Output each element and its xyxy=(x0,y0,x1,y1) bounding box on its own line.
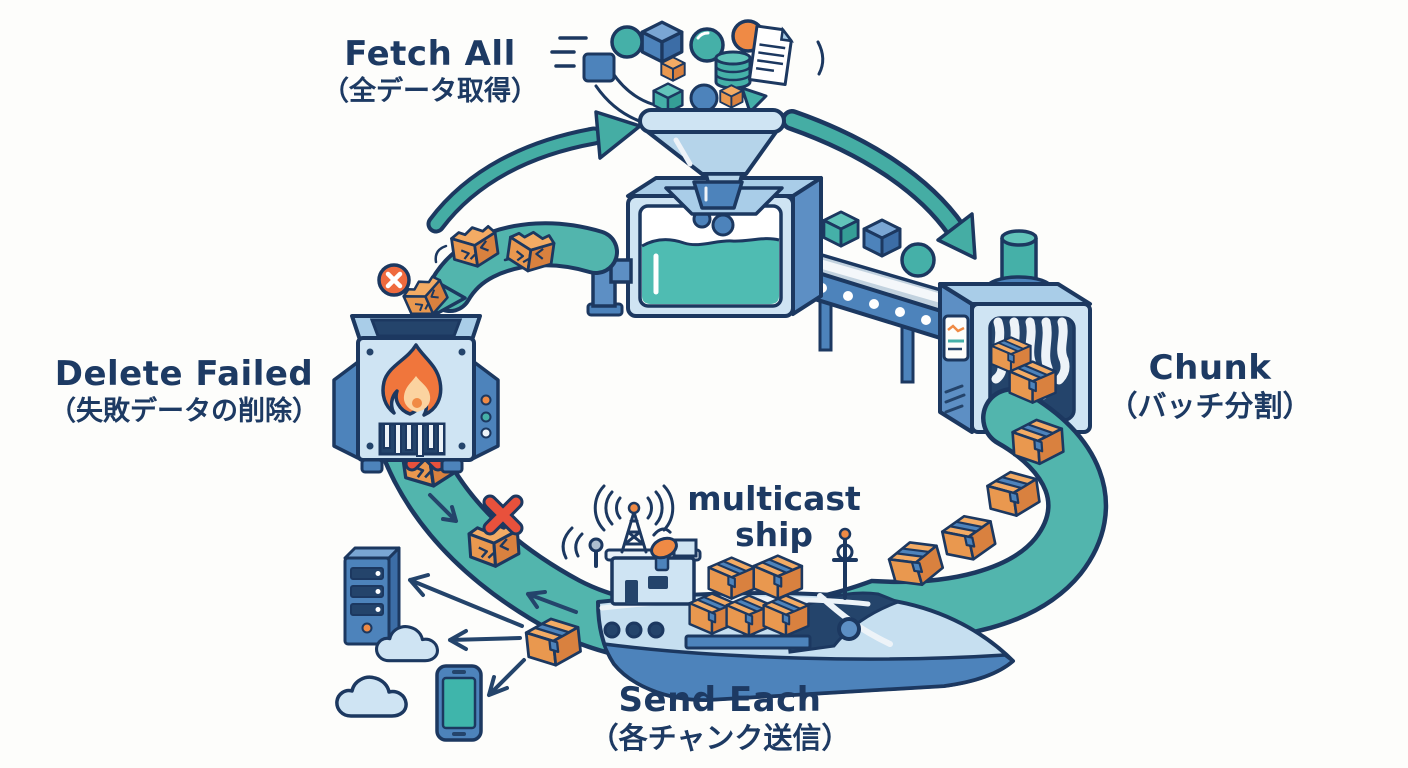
cloud-icon xyxy=(335,675,408,718)
label-send-each-en: Send Each xyxy=(618,680,822,720)
label-multicast-line2: ship xyxy=(734,515,814,555)
porthole-icon xyxy=(647,621,665,639)
status-screen-icon xyxy=(942,314,970,362)
label-chunk-ja: （バッチ分割） xyxy=(1108,389,1312,424)
speed-lines-icon xyxy=(550,36,825,124)
label-multicast-ship: multicast ship xyxy=(642,479,906,555)
multicast-ship xyxy=(561,484,1015,702)
label-send-each-ja: （各チャンク送信） xyxy=(589,721,851,756)
vent-slits-icon xyxy=(944,384,966,414)
label-delete-failed-ja: （失敗データの削除） xyxy=(49,396,319,428)
bow-mast-icon xyxy=(832,527,858,600)
arrow-fetch-to-chunk xyxy=(781,109,977,260)
data-sphere-icon xyxy=(610,25,644,59)
data-sphere-icon xyxy=(900,242,936,278)
label-send-each: Send Each （各チャンク送信） xyxy=(548,680,892,756)
porthole-icon xyxy=(603,621,621,639)
stern-antenna-icon xyxy=(561,526,604,568)
satellite-dish-icon xyxy=(650,527,678,572)
porthole-icon xyxy=(625,621,643,639)
label-fetch-all-en: Fetch All xyxy=(344,34,516,74)
funnel-icon xyxy=(638,108,786,216)
database-icon xyxy=(714,50,752,90)
multicast-targets xyxy=(335,546,584,742)
fail-x-icon xyxy=(490,502,516,528)
label-delete-failed-en: Delete Failed xyxy=(54,354,314,394)
fetch-funnel xyxy=(550,19,825,216)
data-square-icon xyxy=(582,52,616,83)
label-multicast-line1: multicast xyxy=(687,479,861,518)
server-icon xyxy=(343,546,401,646)
antenna-tower-icon xyxy=(593,484,675,554)
flame-icon xyxy=(381,343,443,417)
label-delete-failed: Delete Failed （失敗データの削除） xyxy=(6,354,362,428)
porthole-icon xyxy=(837,617,861,641)
incinerator-machine xyxy=(332,263,500,474)
failed-inlet-band xyxy=(427,221,619,316)
failed-packages xyxy=(399,436,578,614)
arrow-delete-to-fetch xyxy=(426,110,642,234)
phone-icon xyxy=(435,664,483,742)
label-chunk-en: Chunk xyxy=(1148,348,1272,388)
multicast-arrows xyxy=(408,573,526,697)
shredder-icon xyxy=(378,422,446,457)
fail-badge-icon xyxy=(377,263,411,297)
label-chunk: Chunk （バッチ分割） xyxy=(1050,348,1370,424)
document-icon xyxy=(747,24,795,86)
label-fetch-all-ja: （全データ取得） xyxy=(322,76,538,108)
label-fetch-all: Fetch All （全データ取得） xyxy=(260,34,600,108)
